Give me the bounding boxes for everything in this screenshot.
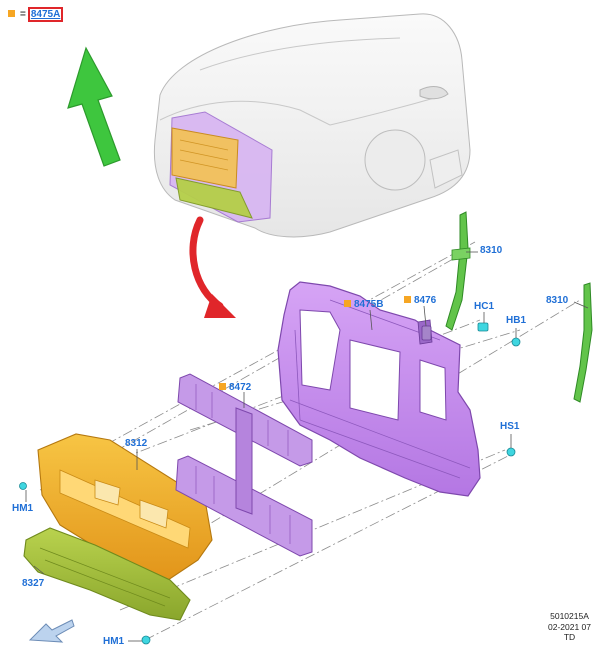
orange-square-icon xyxy=(8,10,15,17)
callout-8476-text: 8476 xyxy=(414,295,437,306)
callout-8310-lower[interactable]: 8310 xyxy=(546,295,569,306)
orange-square-icon xyxy=(344,300,351,307)
air-shutter-8472 xyxy=(175,373,313,557)
orange-square-icon xyxy=(404,296,411,303)
clip-hs1-icon xyxy=(506,447,516,457)
stamp-id: 5010215A xyxy=(550,611,589,621)
stamp-author: TD xyxy=(563,632,576,642)
callout-8476[interactable]: 8476 xyxy=(404,295,436,307)
callout-8475b-text: 8475B xyxy=(354,299,384,310)
callout-hm1-bottom[interactable]: HM1 xyxy=(103,636,125,647)
callout-8475b[interactable]: 8475B xyxy=(344,299,383,311)
callout-hs1[interactable]: HS1 xyxy=(500,421,520,432)
vehicle-outline xyxy=(153,13,471,238)
callout-8327[interactable]: 8327 xyxy=(22,578,45,589)
legend: =8475A xyxy=(8,7,64,22)
green-pointer-arrow-icon xyxy=(67,46,121,167)
legend-code-8475a[interactable]: 8475A xyxy=(27,7,64,22)
callout-8472-text: 8472 xyxy=(229,382,252,393)
bracket-8310-lower xyxy=(573,282,593,403)
legend-equals: = xyxy=(20,9,26,20)
deflector-8327 xyxy=(23,527,191,621)
clip-hm1-bottom-icon xyxy=(141,635,151,645)
grille-shutter-8312 xyxy=(37,433,213,581)
red-curved-arrow-icon xyxy=(189,216,236,318)
callout-leaders xyxy=(25,251,589,642)
clip-hm1-left-icon xyxy=(19,482,27,490)
bracket-8310-upper xyxy=(445,211,471,331)
callout-hb1[interactable]: HB1 xyxy=(506,315,527,326)
front-direction-arrow-icon xyxy=(28,619,75,643)
clip-hc1-icon xyxy=(477,322,489,332)
callout-hc1[interactable]: HC1 xyxy=(474,301,495,312)
stamp-date: 02-2021 07 xyxy=(547,621,591,632)
callout-8472[interactable]: 8472 xyxy=(219,382,251,394)
part-8476-icon xyxy=(421,325,432,341)
fasteners xyxy=(19,322,521,645)
clip-hb1-icon xyxy=(511,337,521,347)
callout-hm1-left[interactable]: HM1 xyxy=(12,503,34,514)
callout-8312[interactable]: 8312 xyxy=(125,438,148,449)
orange-square-icon xyxy=(219,383,226,390)
callout-8310-upper[interactable]: 8310 xyxy=(480,245,503,256)
diagram-stamp: 5010215A 02-2021 07 TD xyxy=(548,611,591,643)
